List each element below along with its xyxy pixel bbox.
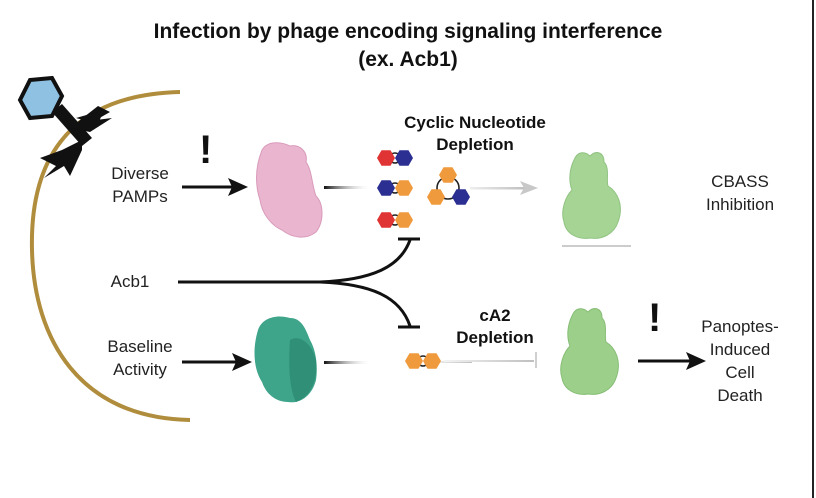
- panoptes-green-protein-icon: [560, 308, 619, 395]
- teal-protein-icon: [254, 316, 317, 403]
- title-line-2: (ex. Acb1): [358, 48, 458, 71]
- exclamation-mark: !: [199, 128, 213, 172]
- exclamation-mark: !: [648, 296, 662, 340]
- label-cyclic-nucleotide-depletion: Cyclic Nucleotide Depletion: [404, 113, 546, 154]
- arrow-head: [686, 352, 706, 370]
- panel-border: [812, 0, 814, 498]
- cbass-green-protein-icon: [562, 152, 621, 239]
- faded-arrow-head: [520, 181, 538, 195]
- cyclic-dinucleotide-red-blue: [377, 150, 413, 166]
- arrow-head: [232, 353, 252, 371]
- cyclic-dinucleotide-red-orange: [377, 212, 413, 228]
- label-acb1: Acb1: [110, 272, 150, 291]
- cyclic-trinucleotide: [427, 167, 470, 205]
- title-line-1: Infection by phage encoding signaling in…: [153, 20, 663, 43]
- label-panoptes-cell-death: Panoptes- Induced Cell Death: [701, 317, 779, 405]
- label-cbass-inhibition: CBASS Inhibition: [705, 172, 775, 214]
- cyclic-dinucleotide-blue-orange: [377, 180, 413, 196]
- label-baseline-activity: Baseline Activity: [107, 337, 173, 379]
- pink-protein-icon: [256, 142, 323, 238]
- label-diverse-pamps: Diverse PAMPs: [111, 164, 169, 206]
- figure-title: Infection by phage encoding signaling in…: [0, 18, 816, 74]
- label-ca2-depletion: cA2 Depletion: [456, 306, 534, 347]
- arrow-head: [228, 178, 248, 196]
- bacteriophage-icon: [17, 75, 112, 178]
